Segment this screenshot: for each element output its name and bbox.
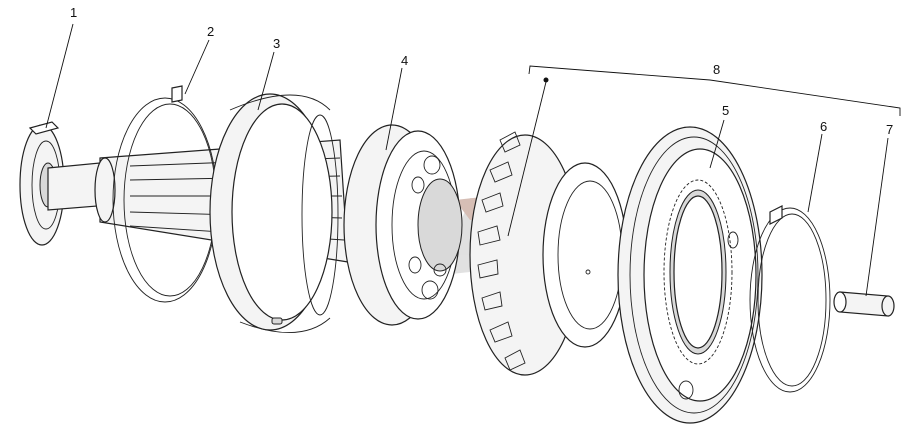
- part-5-synchronizer-ring: [617, 126, 763, 424]
- helical-gear: [469, 131, 628, 376]
- part-4-bearing: [343, 124, 463, 326]
- callout-part-5: 5: [722, 103, 729, 118]
- callout-part-7: 7: [886, 122, 893, 137]
- callout-part-1: 1: [70, 5, 77, 20]
- part-6-snap-ring: [749, 205, 831, 393]
- leader-lines: [45, 23, 901, 297]
- callout-part-3: 3: [273, 36, 280, 51]
- part-7-pin: [833, 291, 895, 317]
- callout-part-6: 6: [820, 119, 827, 134]
- callout-part-8: 8: [713, 62, 720, 77]
- callout-part-2: 2: [207, 24, 214, 39]
- part-3-cup-housing: [209, 93, 339, 333]
- callout-part-4: 4: [401, 53, 408, 68]
